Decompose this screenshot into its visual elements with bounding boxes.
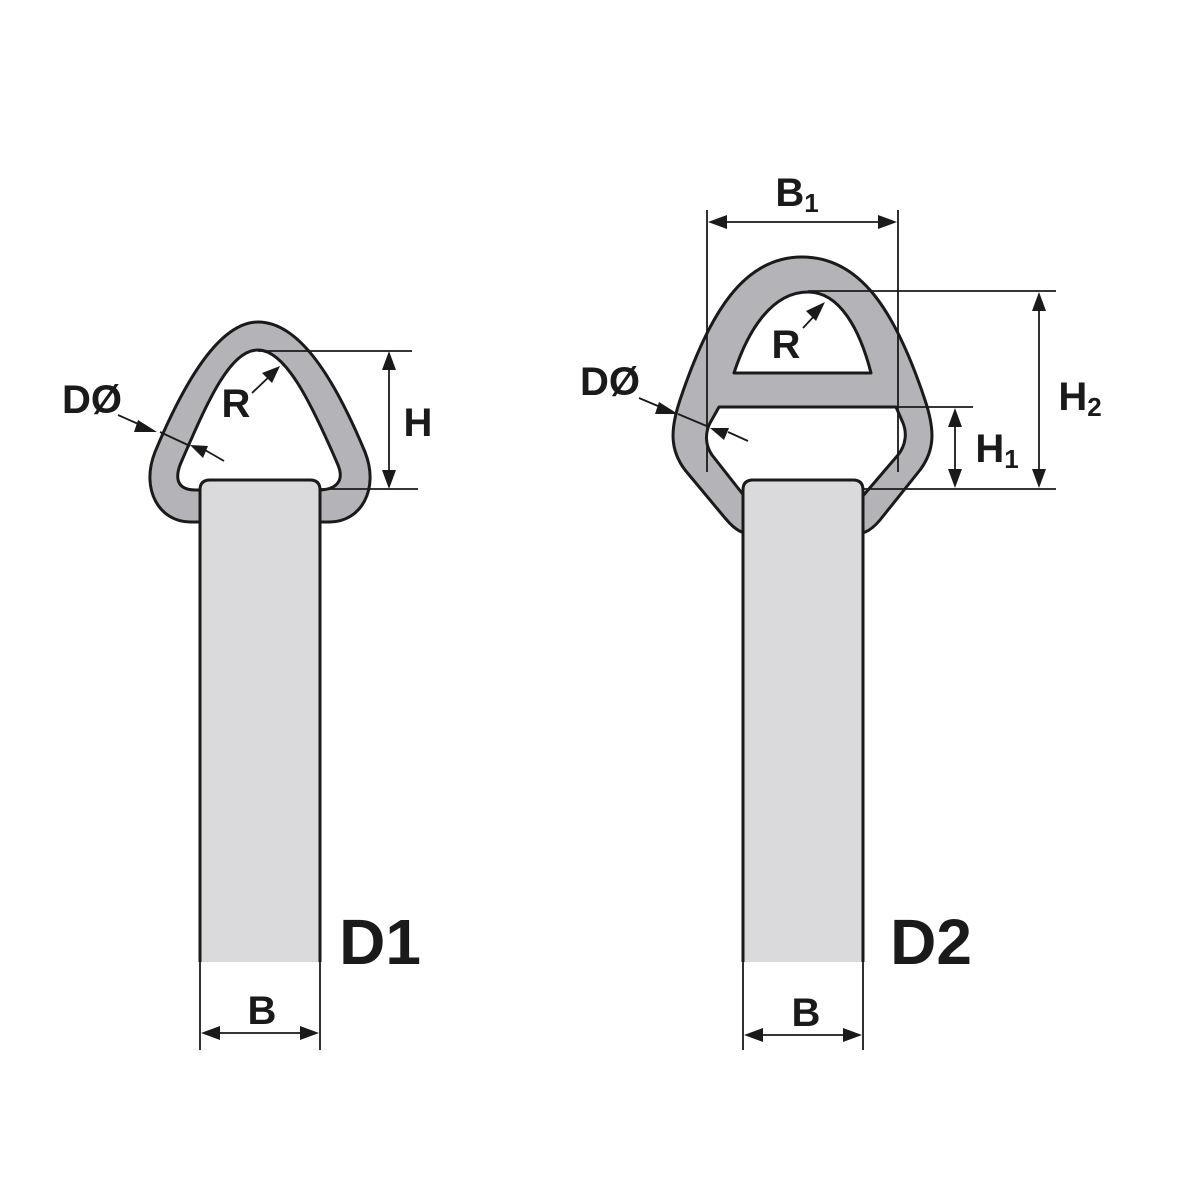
d1-assembly: H R DØ B D1 — [62, 320, 433, 1050]
d2-width-1-label: B1 — [775, 171, 818, 218]
d1-strap-width-dimension: B — [199, 962, 321, 1050]
d1-radius-callout: R — [222, 366, 280, 426]
d1-ring — [148, 320, 372, 531]
d1-height-dimension: H — [258, 350, 433, 490]
d2-strap-width-label: B — [792, 991, 821, 1035]
d2-height-1-label: H1 — [975, 427, 1018, 474]
d2-height-1-dimension: H1 — [845, 406, 1019, 488]
d1-wire-diameter-callout: DØ — [62, 378, 225, 462]
d1-strap — [198, 480, 322, 962]
d1-wire-diameter-label: DØ — [62, 378, 122, 422]
d2-ring — [671, 255, 934, 541]
d2-wire-diameter-label: DØ — [580, 360, 640, 404]
d1-strap-width-label: B — [248, 989, 277, 1033]
d2-title: D2 — [890, 906, 972, 978]
d2-assembly: B1 H2 H1 R — [580, 171, 1102, 1050]
d2-radius-label: R — [772, 323, 801, 367]
d2-wire-diameter-callout: DØ — [580, 360, 749, 442]
d1-height-label: H — [404, 401, 433, 445]
d2-height-2-label: H2 — [1058, 375, 1101, 422]
d1-title: D1 — [339, 906, 421, 978]
d2-radius-callout: R — [772, 302, 825, 367]
d2-strap — [741, 480, 865, 962]
d2-height-2-dimension: H2 — [808, 290, 1102, 490]
d2-width-1-dimension: B1 — [706, 171, 899, 472]
d1-radius-label: R — [222, 382, 251, 426]
d2-strap-width-dimension: B — [742, 962, 864, 1050]
